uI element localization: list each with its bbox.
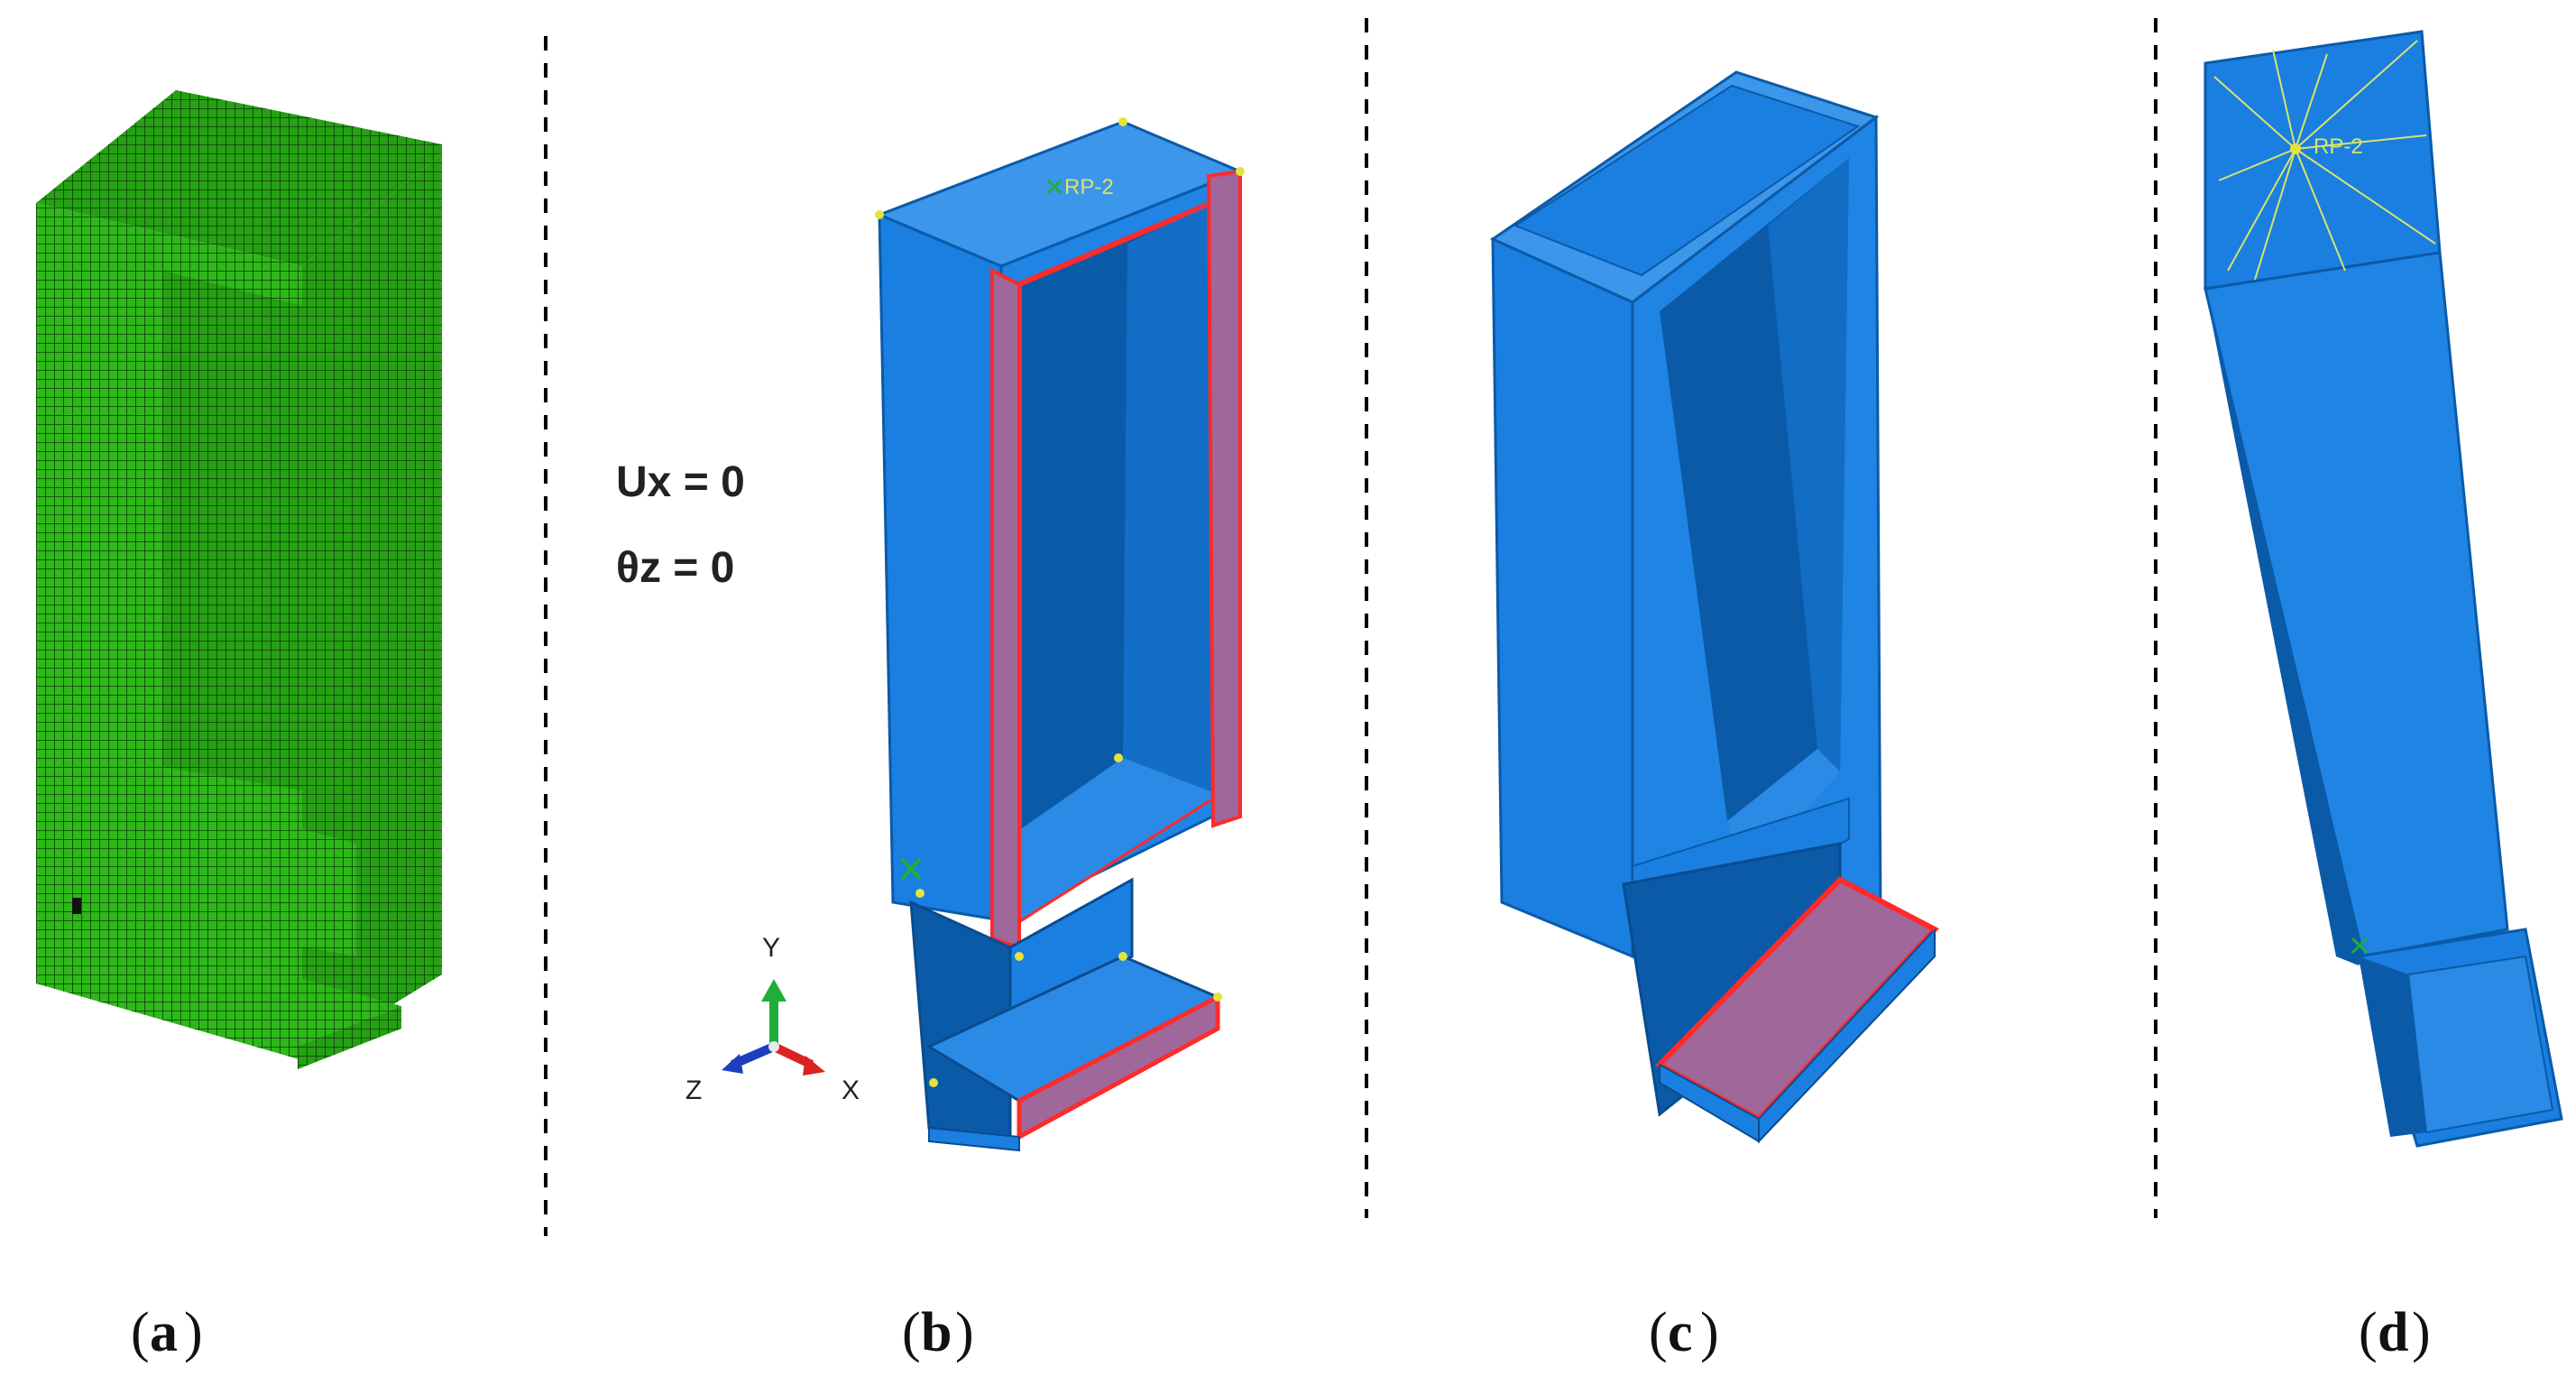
svg-text:c: c [1668,1302,1693,1363]
panel-b-rp-label: RP-2 [1064,175,1114,199]
svg-text:): ) [2412,1302,2431,1363]
svg-text:): ) [184,1302,203,1363]
svg-text:(: ( [2359,1302,2378,1363]
svg-text:b: b [921,1302,952,1363]
axis-y-label: Y [762,933,780,963]
panel-d-rp-label: RP-2 [2314,134,2363,159]
axis-triad: Y Z X [685,933,860,1105]
axis-z-label: Z [685,1076,702,1105]
panel-c-load-model [1489,70,1939,1144]
panel-a-mesh-model [36,90,442,1069]
svg-text:d: d [2378,1302,2408,1363]
svg-text:(: ( [902,1302,921,1363]
bc-line-1: Ux = 0 [616,458,745,506]
svg-text:): ) [955,1302,974,1363]
panel-label-a: ( a ) [131,1302,203,1363]
panel-b-boundary-model: RP-2 [875,117,1245,1152]
panel-d-coupling-model: RP-2 [2203,30,2563,1148]
svg-text:): ) [1700,1302,1719,1363]
svg-text:(: ( [1649,1302,1668,1363]
panel-label-c: ( c ) [1649,1302,1719,1363]
axis-x-label: X [842,1076,860,1105]
svg-text:(: ( [131,1302,150,1363]
svg-text:a: a [150,1302,178,1363]
panel-label-b: ( b ) [902,1302,974,1363]
bc-line-2: θz = 0 [616,544,734,592]
panel-label-d: ( d ) [2359,1302,2431,1363]
